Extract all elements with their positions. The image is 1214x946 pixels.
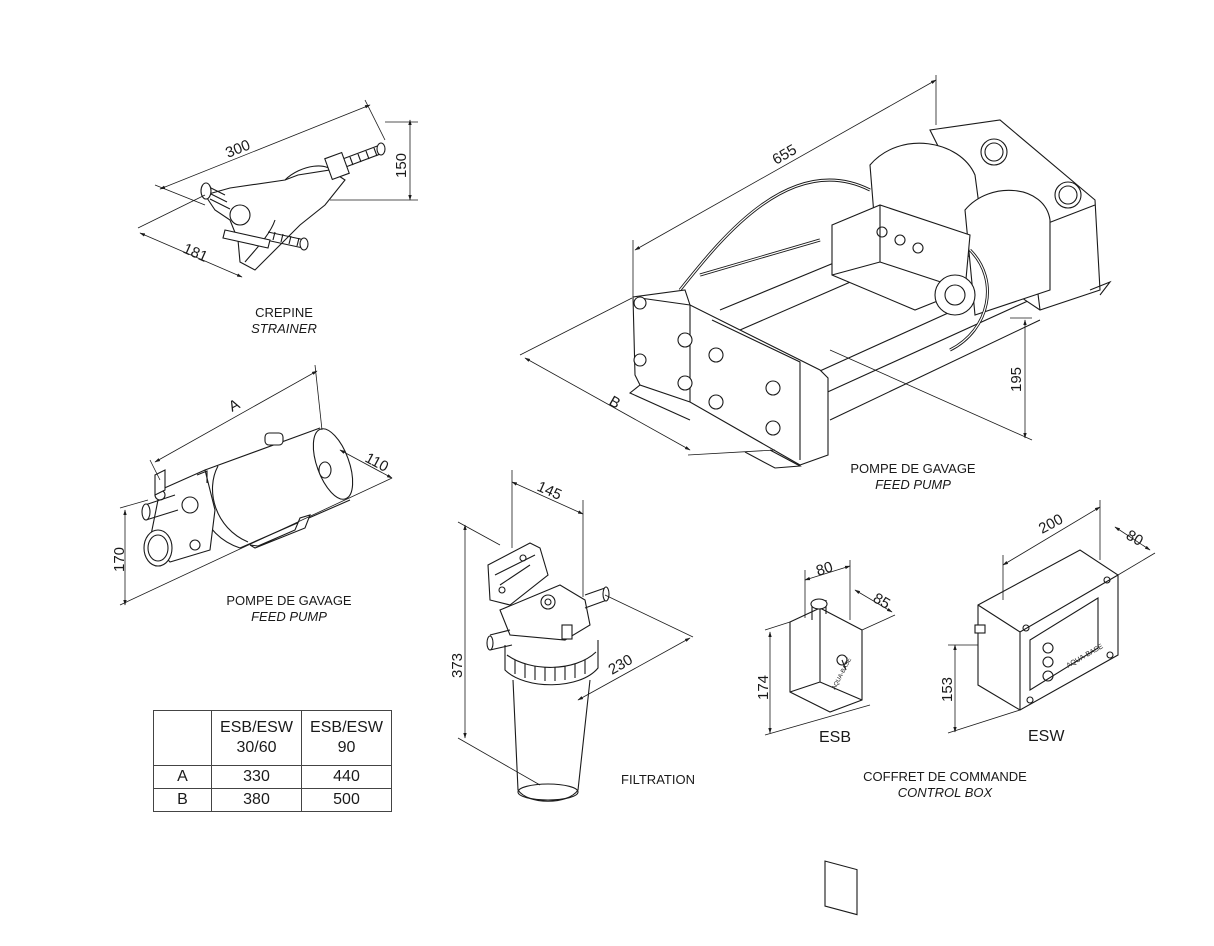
table-cell: 440 [301,765,392,789]
small-feed-pump-dimensions [119,364,393,606]
main-feed-pump-drawing [628,119,1112,469]
caption-main-feed-pump: POMPE DE GAVAGE FEED PUMP [834,461,992,493]
caption-strainer-en: STRAINER [251,321,317,336]
table-cell: 500 [301,788,392,812]
esb-box-drawing [789,598,863,916]
strainer-dimensions [137,99,418,278]
dim-strainer-width: 181 [180,240,210,266]
caption-strainer-fr: CREPINE [255,305,313,320]
table-row: B 380 500 [153,788,392,812]
table-header-30-60: ESB/ESW 30/60 [211,710,302,766]
filter-dimensions [457,470,694,786]
dim-esb-height: 174 [755,675,772,700]
dim-main-pump-length: 655 [770,141,800,168]
dim-strainer-length: 300 [223,137,253,162]
dim-esw-depth: 80 [1123,527,1146,550]
label-esw: ESW [1028,728,1065,745]
table-header-90-line2: 90 [337,739,356,756]
caption-strainer: CREPINE STRAINER [236,305,332,337]
dim-esw-width: 200 [1036,511,1066,538]
small-feed-pump-drawing [141,427,354,567]
table-header-row: ESB/ESW 30/60 ESB/ESW 90 [153,710,392,766]
table-header-90: ESB/ESW 90 [301,710,392,766]
table-header-90-line1: ESB/ESW [310,719,383,736]
dim-small-pump-length: A [226,396,243,416]
table-cell: 380 [211,788,302,812]
filter-drawing [486,542,610,802]
caption-control-box-en: CONTROL BOX [897,785,993,800]
dim-filter-height: 373 [449,653,466,678]
dim-main-pump-width: B [606,393,623,413]
dim-filter-depth: 230 [606,651,636,678]
caption-main-feed-pump-en: FEED PUMP [875,477,951,492]
caption-small-feed-pump-fr: POMPE DE GAVAGE [226,593,352,608]
dim-filter-width: 145 [534,478,564,504]
dim-main-pump-height: 195 [1008,367,1025,392]
table-header-30-60-line2: 30/60 [236,739,277,756]
dim-strainer-height: 150 [393,153,410,178]
caption-filtration-text: FILTRATION [621,772,695,787]
dimension-table: ESB/ESW 30/60 ESB/ESW 90 A 330 440 B 380… [153,710,392,812]
caption-filtration: FILTRATION [606,772,710,788]
caption-small-feed-pump-en: FEED PUMP [251,609,327,624]
table-row: A 330 440 [153,765,392,789]
esw-box-drawing [974,549,1119,711]
table-header-30-60-line1: ESB/ESW [220,719,293,736]
dim-esb-width: 80 [814,558,835,579]
table-cell: 330 [211,765,302,789]
caption-main-feed-pump-fr: POMPE DE GAVAGE [850,461,976,476]
caption-small-feed-pump: POMPE DE GAVAGE FEED PUMP [210,593,368,625]
label-esb: ESB [819,729,852,746]
caption-control-box-fr: COFFRET DE COMMANDE [863,769,1027,784]
caption-control-box: COFFRET DE COMMANDE CONTROL BOX [850,769,1040,801]
table-row-label: A [153,765,212,789]
main-feed-pump-dimensions [519,75,1033,456]
table-row-label: B [153,788,212,812]
dim-esb-depth: 85 [870,590,893,613]
esw-dimensions [947,500,1156,734]
dim-esw-height: 153 [939,677,956,702]
dim-small-pump-height: 170 [111,547,128,572]
dim-small-pump-width: 110 [362,450,391,476]
table-header-empty [153,710,212,766]
esb-dimensions [764,560,896,736]
